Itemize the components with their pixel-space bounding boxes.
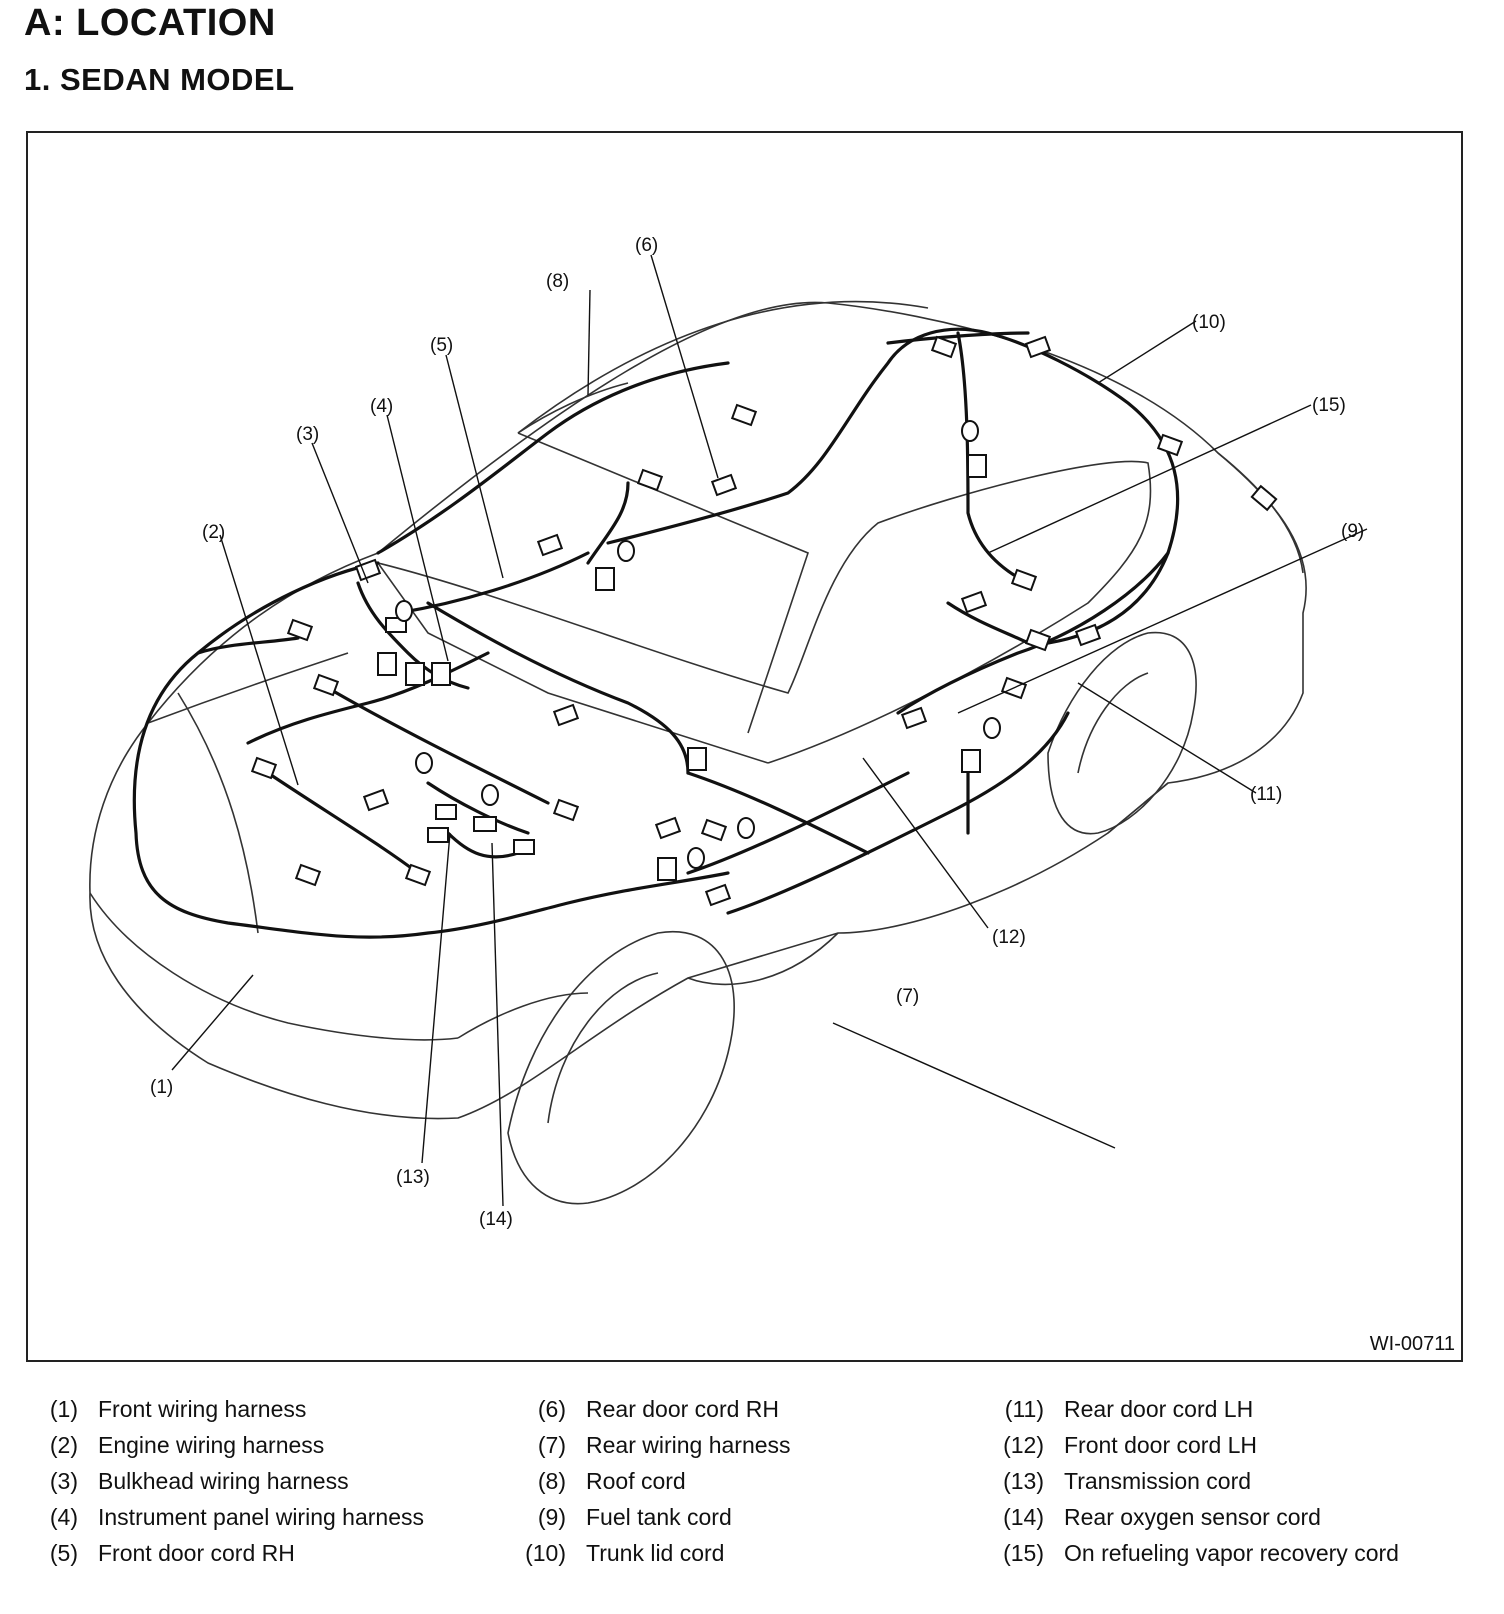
legend-label: Rear wiring harness — [586, 1432, 791, 1458]
callout-11: (11) — [1250, 784, 1282, 805]
legend-number: (10) — [525, 1540, 566, 1566]
legend-label: Trunk lid cord — [586, 1540, 725, 1566]
callout-6: (6) — [635, 235, 658, 256]
legend-number: (8) — [537, 1468, 566, 1494]
legend-number: (6) — [537, 1396, 566, 1422]
legend-number: (2) — [49, 1432, 78, 1458]
callout-14: (14) — [479, 1209, 513, 1230]
legend-label: Front door cord LH — [1064, 1432, 1258, 1458]
legend-number: (7) — [537, 1432, 566, 1458]
grommets — [395, 420, 1001, 869]
callout-8: (8) — [546, 271, 569, 292]
diagram-frame: (1) (2) (3) (4) (5) (6) (7) (8) (9) (10)… — [26, 131, 1463, 1362]
callout-labels: (1) (2) (3) (4) (5) (6) (7) (8) (9) (10)… — [150, 235, 1364, 1230]
legend-number: (4) — [49, 1504, 78, 1530]
leader-lines — [171, 254, 1368, 1207]
legend-label: Instrument panel wiring harness — [98, 1504, 424, 1530]
legend: (1) Front wiring harness (2) Engine wiring… — [0, 1396, 1504, 1596]
legend-label: Engine wiring harness — [98, 1432, 325, 1458]
legend-number: (11) — [1004, 1396, 1044, 1422]
callout-12: (12) — [992, 927, 1026, 948]
callout-1: (1) — [150, 1077, 173, 1098]
figure-code: WI-00711 — [1369, 1333, 1455, 1355]
legend-label: Front door cord RH — [98, 1540, 295, 1566]
page-title: A: LOCATION — [24, 2, 276, 44]
legend-number: (1) — [49, 1396, 78, 1422]
callout-13: (13) — [396, 1167, 430, 1188]
callout-9: (9) — [1341, 521, 1364, 542]
legend-label: Rear door cord LH — [1064, 1396, 1254, 1422]
callout-5: (5) — [430, 335, 453, 356]
legend-number: (14) — [1003, 1504, 1044, 1530]
callout-7: (7) — [896, 986, 919, 1007]
callout-15: (15) — [1312, 395, 1346, 416]
legend-label: Front wiring harness — [98, 1396, 307, 1422]
legend-label: Bulkhead wiring harness — [98, 1468, 349, 1494]
callout-2: (2) — [202, 522, 225, 543]
legend-number: (9) — [537, 1504, 566, 1530]
legend-number: (12) — [1003, 1432, 1044, 1458]
section-title: 1. SEDAN MODEL — [24, 62, 295, 97]
connectors — [250, 335, 1278, 907]
legend-number: (3) — [49, 1468, 78, 1494]
legend-number: (15) — [1003, 1540, 1044, 1566]
legend-number: (13) — [1003, 1468, 1044, 1494]
legend-number: (5) — [49, 1540, 78, 1566]
callout-3: (3) — [296, 424, 319, 445]
legend-label: On refueling vapor recovery cord — [1064, 1540, 1399, 1566]
callout-4: (4) — [370, 396, 393, 417]
legend-label: Roof cord — [586, 1468, 686, 1494]
legend-label: Transmission cord — [1064, 1468, 1252, 1494]
callout-10: (10) — [1192, 312, 1226, 333]
wiring-diagram: (1) (2) (3) (4) (5) (6) (7) (8) (9) (10)… — [89, 235, 1368, 1230]
car-body-outline — [89, 300, 1307, 1205]
legend-label: Rear oxygen sensor cord — [1064, 1504, 1321, 1530]
legend-label: Fuel tank cord — [586, 1504, 732, 1530]
legend-label: Rear door cord RH — [586, 1396, 780, 1422]
